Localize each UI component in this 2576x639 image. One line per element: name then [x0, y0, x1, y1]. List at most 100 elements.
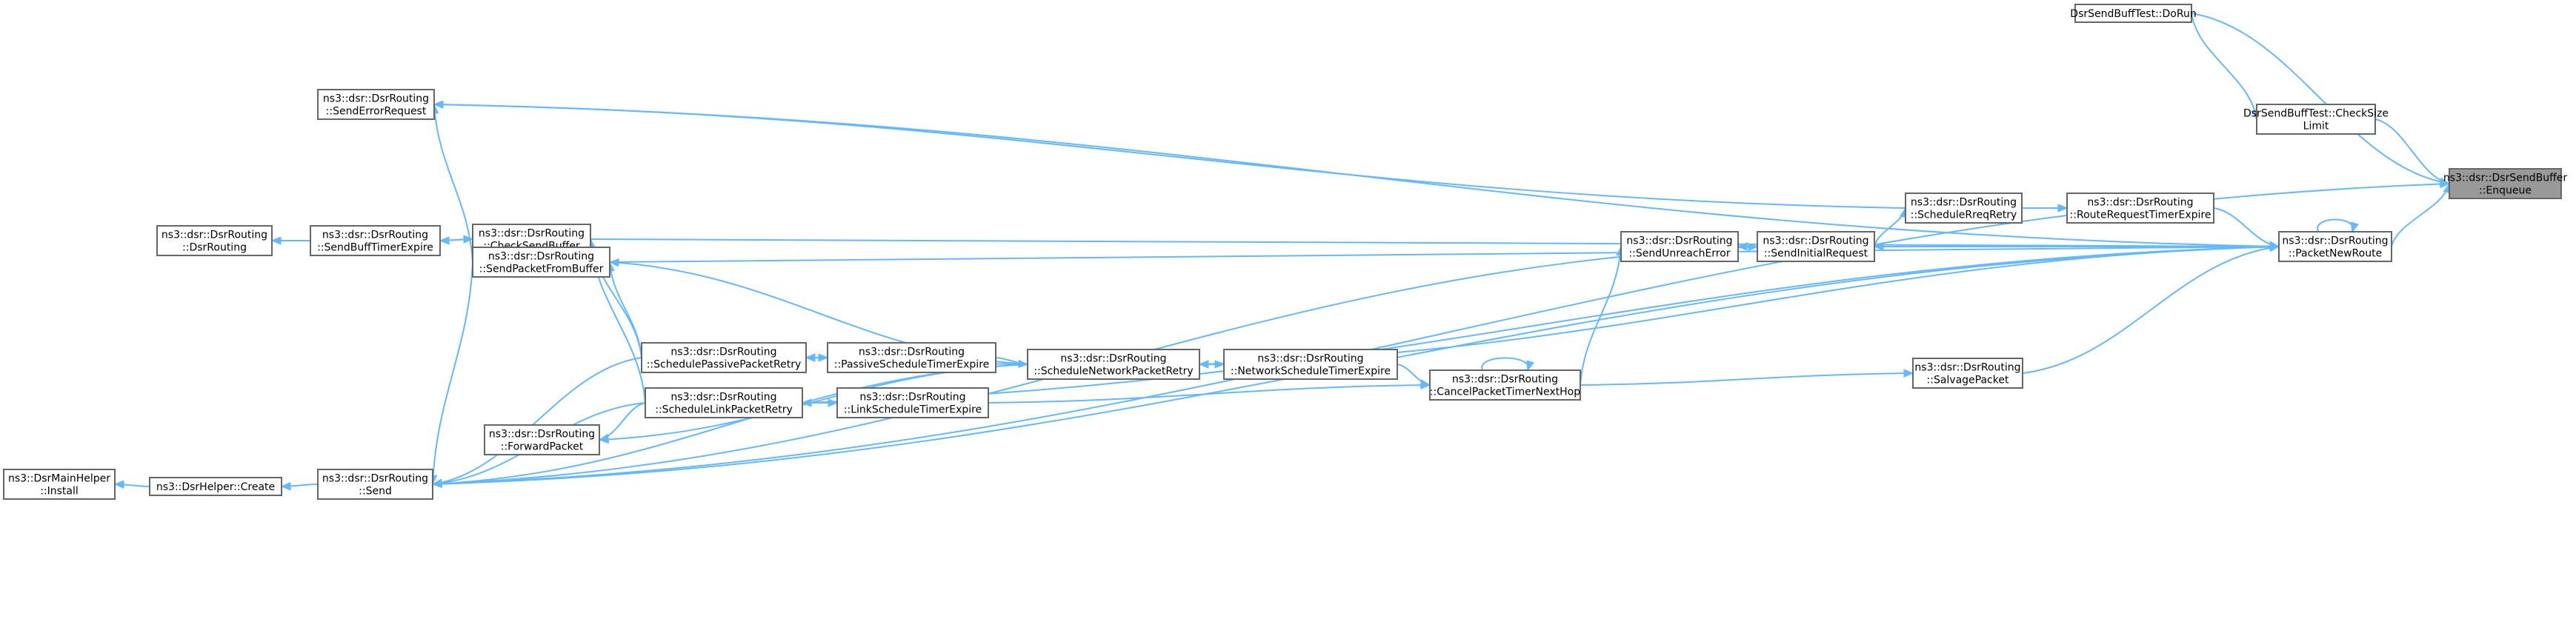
node-enqueue[interactable]: ns3::dsr::DsrSendBuffer::Enqueue [2443, 168, 2567, 199]
node-forward[interactable]: ns3::dsr::DsrRouting::ForwardPacket [484, 424, 600, 455]
node-box-networksched[interactable] [1223, 349, 1398, 380]
node-box-sendunreach[interactable] [1620, 231, 1739, 262]
node-send[interactable]: ns3::dsr::DsrRouting::Send [317, 469, 433, 500]
arrowhead-networksched-to-schednetwork [1198, 360, 1209, 369]
node-label-sendpacket-line-1: ::SendPacketFromBuffer [479, 264, 604, 275]
edge-dorun-to-checksize [2191, 13, 2257, 120]
node-label-dorun-line-0: DsrSendBuffTest::DoRun [2070, 8, 2196, 20]
edge-schednetwork-to-packetnewroute [1199, 246, 2280, 365]
node-box-enqueue[interactable] [2449, 168, 2562, 199]
node-box-schedulerreq[interactable] [1905, 193, 2023, 224]
edge-schedlink-to-forward [599, 402, 646, 441]
edge-packetnewroute-to-enqueue [2391, 183, 2450, 247]
node-label-salvage-line-1: ::SalvagePacket [1927, 375, 2009, 387]
edge-checksize-to-enqueue [2374, 118, 2450, 184]
node-schedlink[interactable]: ns3::dsr::DsrRouting::ScheduleLinkPacket… [645, 387, 803, 418]
node-label-sendinitial-line-1: ::SendInitialRequest [1764, 248, 1868, 260]
node-label-send-line-0: ns3::dsr::DsrRouting [322, 473, 428, 485]
node-dorun[interactable]: DsrSendBuffTest::DoRun [2070, 4, 2197, 23]
node-label-senderror-line-0: ns3::dsr::DsrRouting [323, 93, 429, 105]
node-box-helpercreate[interactable] [149, 477, 282, 496]
arrowhead-schednetwork-to-schedpassive [805, 353, 816, 362]
node-label-schedulerreq-line-0: ns3::dsr::DsrRouting [1911, 197, 2017, 209]
node-schedpassive[interactable]: ns3::dsr::DsrRouting::SchedulePassivePac… [641, 342, 807, 373]
node-box-forward[interactable] [484, 424, 600, 455]
node-box-schednetwork[interactable] [1027, 349, 1200, 380]
edge-cancelpacket-to-sendunreach [1580, 246, 1622, 386]
node-label-checksend-line-0: ns3::dsr::DsrRouting [479, 228, 585, 240]
node-sendbufftimer[interactable]: ns3::dsr::DsrRouting::SendBuffTimerExpir… [310, 225, 441, 256]
node-label-install-line-0: ns3::DsrMainHelper [8, 473, 110, 485]
node-salvage[interactable]: ns3::dsr::DsrRouting::SalvagePacket [1912, 358, 2023, 389]
node-box-linksched[interactable] [836, 387, 989, 418]
node-sendpacket[interactable]: ns3::dsr::DsrRouting::SendPacketFromBuff… [472, 247, 610, 278]
node-box-salvage[interactable] [1912, 358, 2023, 389]
node-box-sendpacket[interactable] [472, 247, 610, 278]
node-linksched[interactable]: ns3::dsr::DsrRouting::LinkScheduleTimerE… [836, 387, 989, 418]
edge-schedlink-to-packetnewroute [802, 246, 2280, 404]
node-label-forward-line-0: ns3::dsr::DsrRouting [489, 429, 595, 441]
edge-checksend-to-packetnewroute [590, 238, 2280, 247]
arrowhead-schedulerreq-to-senderror [433, 100, 444, 109]
node-box-cancelpacket[interactable] [1429, 369, 1581, 401]
node-sendunreach[interactable]: ns3::dsr::DsrRouting::SendUnreachError [1620, 231, 1739, 262]
node-box-dorun[interactable] [2074, 4, 2192, 23]
node-label-forward-line-1: ::ForwardPacket [501, 441, 584, 453]
edge-schednetwork-to-send [432, 364, 1028, 485]
node-box-senderror[interactable] [317, 89, 435, 120]
arrowhead-checksend-to-sendbufftimer [439, 236, 450, 245]
node-box-sendbufftimer[interactable] [310, 225, 441, 256]
node-box-send[interactable] [317, 469, 433, 500]
node-box-schedlink[interactable] [645, 387, 803, 418]
node-passivesched[interactable]: ns3::dsr::DsrRouting::PassiveScheduleTim… [827, 342, 996, 373]
node-label-schedlink-line-0: ns3::dsr::DsrRouting [670, 392, 776, 404]
edge-schedpassive-to-send [432, 357, 642, 485]
node-networksched[interactable]: ns3::dsr::DsrRouting::NetworkScheduleTim… [1223, 349, 1398, 380]
node-label-salvage-line-0: ns3::dsr::DsrRouting [1914, 362, 2020, 374]
edge-cancelpacket-to-cancelpacket [1481, 357, 1529, 371]
node-packetnewroute[interactable]: ns3::dsr::DsrRouting::PacketNewRoute [2278, 231, 2392, 262]
node-label-linksched-line-0: ns3::dsr::DsrRouting [859, 392, 965, 404]
node-label-schedpassive-line-0: ns3::dsr::DsrRouting [670, 347, 776, 358]
node-label-schednetwork-line-0: ns3::dsr::DsrRouting [1060, 353, 1166, 365]
node-label-senderror-line-1: ::SendErrorRequest [326, 106, 427, 118]
edge-schedulerreq-to-senderror [433, 104, 1906, 209]
arrowhead-schednetwork-to-send [431, 479, 442, 489]
edge-cancelpacket-to-salvage [1580, 372, 1914, 386]
node-senderror[interactable]: ns3::dsr::DsrRouting::SendErrorRequest [317, 89, 435, 120]
node-install[interactable]: ns3::DsrMainHelper::Install [3, 469, 116, 500]
node-label-sendinitial-line-0: ns3::dsr::DsrRouting [1763, 235, 1868, 247]
node-box-passivesched[interactable] [827, 342, 996, 373]
node-sendinitial[interactable]: ns3::dsr::DsrRouting::SendInitialRequest [1757, 231, 1875, 262]
node-box-packetnewroute[interactable] [2278, 231, 2392, 262]
node-routerequest[interactable]: ns3::dsr::DsrRouting::RouteRequestTimerE… [2066, 193, 2214, 224]
node-dsrrouting[interactable]: ns3::dsr::DsrRouting::DsrRouting [156, 225, 273, 256]
edge-send-to-enqueue [432, 183, 2450, 485]
node-box-routerequest[interactable] [2066, 193, 2214, 224]
node-label-cancelpacket-line-0: ns3::dsr::DsrRouting [1452, 374, 1558, 386]
node-label-helpercreate-line-0: ns3::DsrHelper::Create [156, 481, 275, 493]
arrowhead-cancelpacket-to-salvage [1903, 369, 1914, 378]
node-label-schedulerreq-line-1: ::ScheduleRreqRetry [1911, 210, 2017, 221]
node-box-install[interactable] [3, 469, 116, 500]
node-schedulerreq[interactable]: ns3::dsr::DsrRouting::ScheduleRreqRetry [1905, 193, 2023, 224]
node-box-schedpassive[interactable] [641, 342, 807, 373]
edge-dorun-to-enqueue [2191, 13, 2450, 184]
node-label-routerequest-line-1: ::RouteRequestTimerExpire [2070, 210, 2211, 221]
node-box-sendinitial[interactable] [1757, 231, 1875, 262]
node-schednetwork[interactable]: ns3::dsr::DsrRouting::ScheduleNetworkPac… [1027, 349, 1200, 380]
node-box-checksize[interactable] [2256, 104, 2376, 135]
node-label-dsrrouting-line-0: ns3::dsr::DsrRouting [162, 230, 267, 241]
arrowhead-packetnewroute-to-packetnewroute [2351, 221, 2359, 233]
node-label-sendunreach-line-0: ns3::dsr::DsrRouting [1626, 235, 1732, 247]
edge-salvage-to-packetnewroute [2022, 246, 2280, 374]
node-box-dsrrouting[interactable] [156, 225, 273, 256]
node-label-passivesched-line-1: ::PassiveScheduleTimerExpire [834, 359, 990, 371]
node-cancelpacket[interactable]: ns3::dsr::DsrRouting::CancelPacketTimerN… [1429, 369, 1581, 401]
node-label-sendbufftimer-line-0: ns3::dsr::DsrRouting [322, 230, 428, 241]
arrowhead-helpercreate-to-install [113, 480, 124, 489]
node-helpercreate[interactable]: ns3::DsrHelper::Create [149, 477, 282, 496]
node-label-networksched-line-1: ::NetworkScheduleTimerExpire [1231, 366, 1391, 378]
